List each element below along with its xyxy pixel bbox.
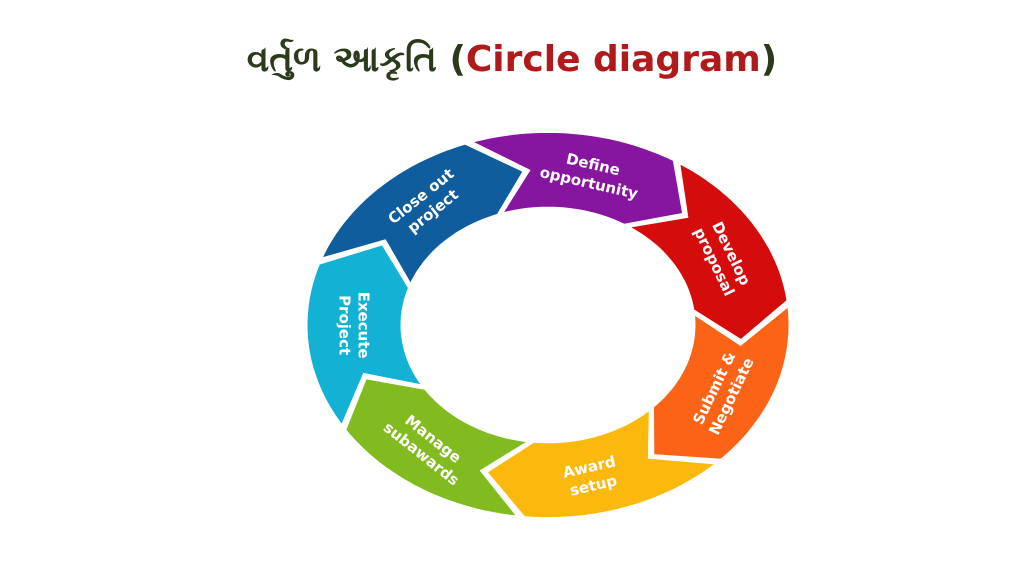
title-gujarati: વર્તુળ આકૃતિ xyxy=(246,39,437,80)
segment-label-execute-project: ExecuteProject xyxy=(336,292,373,359)
segment-execute-project xyxy=(304,241,428,430)
page-title: વર્તુળ આકૃતિ (Circle diagram) xyxy=(0,36,1024,84)
title-english: Circle diagram xyxy=(465,39,761,80)
segment-close-out-project xyxy=(317,141,527,289)
segment-manage-subawards xyxy=(342,376,535,520)
segment-develop-proposal xyxy=(622,159,790,343)
segment-group xyxy=(304,129,792,521)
title-open-paren: ( xyxy=(449,39,466,80)
segment-define-opportunity xyxy=(465,129,686,227)
segment-award-setup xyxy=(483,405,722,521)
segment-label-line: Execute xyxy=(355,292,373,359)
title-close-paren: ) xyxy=(760,39,778,80)
segment-label-line: Project xyxy=(336,295,354,355)
segment-submit-negotiate xyxy=(650,302,792,462)
